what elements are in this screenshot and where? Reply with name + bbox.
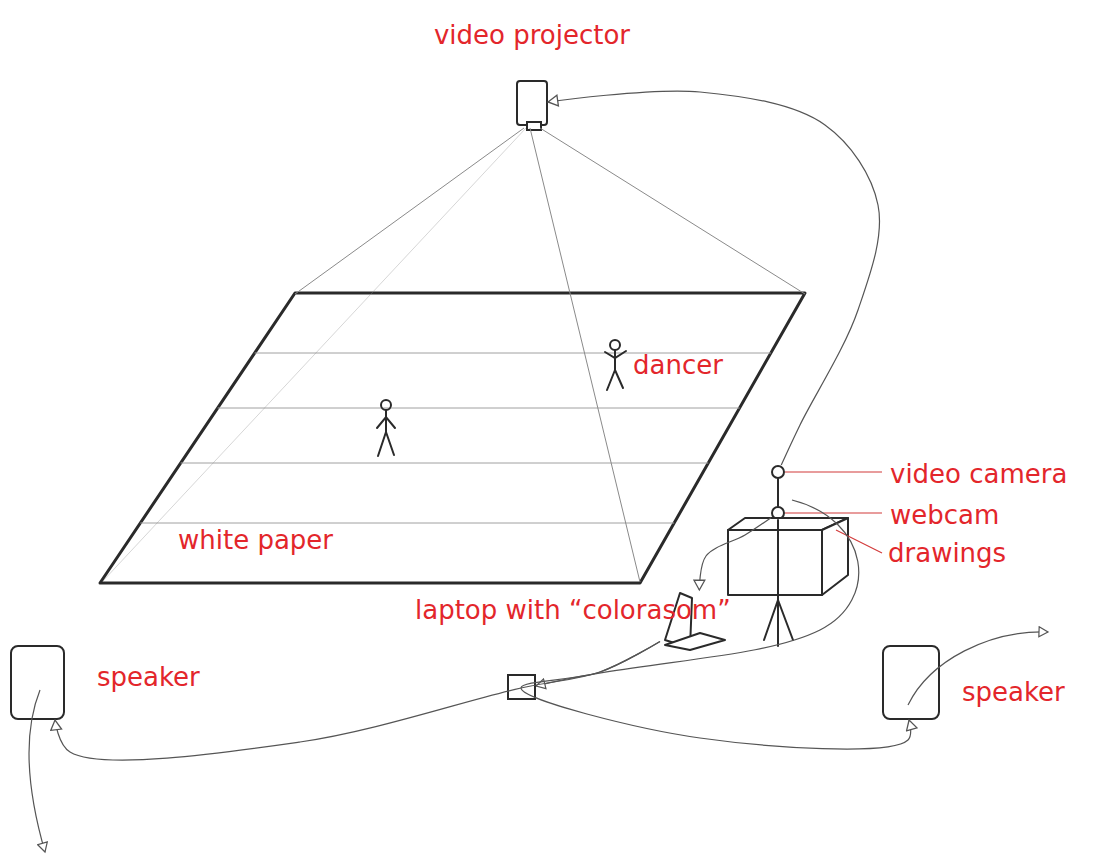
laptop-shape: laptop with “colorasom” [660, 590, 725, 660]
projector-box: video projector [516, 80, 548, 126]
figure-label: dancer [633, 350, 723, 380]
paper-floor: white paper [100, 293, 805, 583]
camera-circle: video camera [771, 465, 785, 479]
drawings-box: drawings [728, 518, 848, 595]
node-label: video camera [890, 459, 1067, 489]
leader-line [785, 471, 882, 472]
node-label: laptop with “colorasom” [415, 595, 731, 625]
node-label: white paper [178, 525, 333, 555]
speaker-box: speaker [10, 645, 65, 720]
outline-face [822, 518, 848, 595]
node-label: drawings [888, 538, 1006, 568]
node-label: speaker [97, 662, 200, 692]
speaker-box: speaker [882, 645, 940, 720]
projection-line [540, 128, 805, 294]
leader-line [785, 512, 882, 513]
paper-seam [218, 408, 740, 409]
paper-seam [140, 523, 674, 524]
projection-line [295, 128, 524, 294]
camera-stand [777, 479, 779, 506]
paper-seam [181, 463, 709, 464]
outline-face [728, 530, 822, 595]
projector-lens [526, 121, 542, 131]
tripod-legs [764, 600, 793, 646]
node-label: video projector [434, 20, 630, 50]
signal-connector [521, 642, 911, 750]
outline-face [665, 633, 725, 650]
signal-connector [55, 642, 660, 761]
node-outline [728, 518, 848, 595]
node-label: webcam [890, 500, 999, 530]
node-label: speaker [962, 677, 1065, 707]
audio-splitter [508, 675, 535, 699]
outline-face [100, 293, 805, 583]
